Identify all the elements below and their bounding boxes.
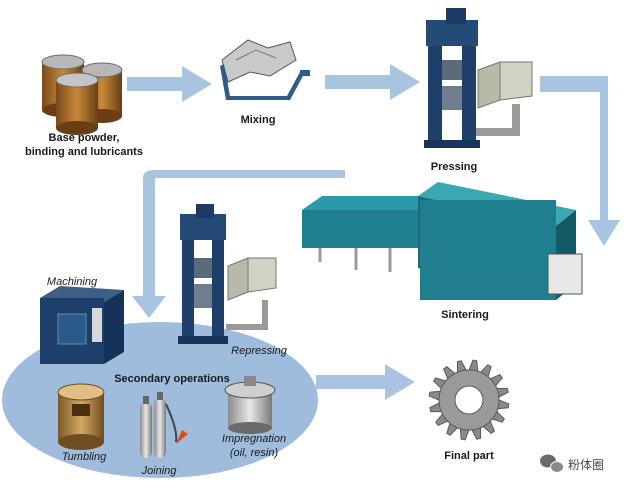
arrow-to-pressing [325, 64, 420, 100]
press-icon [424, 8, 533, 148]
label-impregnation: Impregnation (oil, resin) [216, 432, 292, 460]
mixer-icon [220, 39, 310, 100]
tumbling-barrel-icon [57, 383, 105, 450]
label-mixing: Mixing [240, 114, 276, 126]
arrow-to-mixing [127, 66, 212, 102]
label-machining: Machining [46, 276, 98, 288]
arrow-to-secondary [132, 170, 345, 318]
label-base-powder: Base powder, binding and lubricants [12, 131, 156, 159]
repress-icon [178, 204, 277, 344]
arrow-to-sintering [540, 76, 620, 246]
arrow-to-final-part [316, 364, 415, 400]
label-repressing: Repressing [231, 345, 287, 357]
gas-cylinders-icon [140, 392, 188, 458]
label-sintering: Sintering [441, 309, 489, 321]
gear-icon [428, 359, 510, 441]
impregnation-vessel-icon [224, 376, 276, 434]
label-impregnation-line1: Impregnation [221, 433, 287, 445]
watermark-text: 粉体圈 [568, 458, 605, 472]
flow-arrows [127, 64, 620, 400]
label-secondary-operations: Secondary operations [114, 373, 230, 385]
label-impregnation-line2: (oil, resin) [229, 447, 279, 459]
furnace-icon [302, 182, 583, 300]
label-joining: Joining [141, 465, 177, 477]
powder-drums-icon [41, 54, 123, 135]
wechat-icon [540, 454, 564, 473]
label-final-part: Final part [444, 450, 494, 462]
label-base-powder-line2: binding and lubricants [25, 146, 143, 158]
label-base-powder-line1: Base powder, [48, 132, 120, 144]
label-pressing: Pressing [430, 161, 478, 173]
machining-center-icon [40, 286, 124, 364]
label-tumbling: Tumbling [61, 451, 107, 463]
